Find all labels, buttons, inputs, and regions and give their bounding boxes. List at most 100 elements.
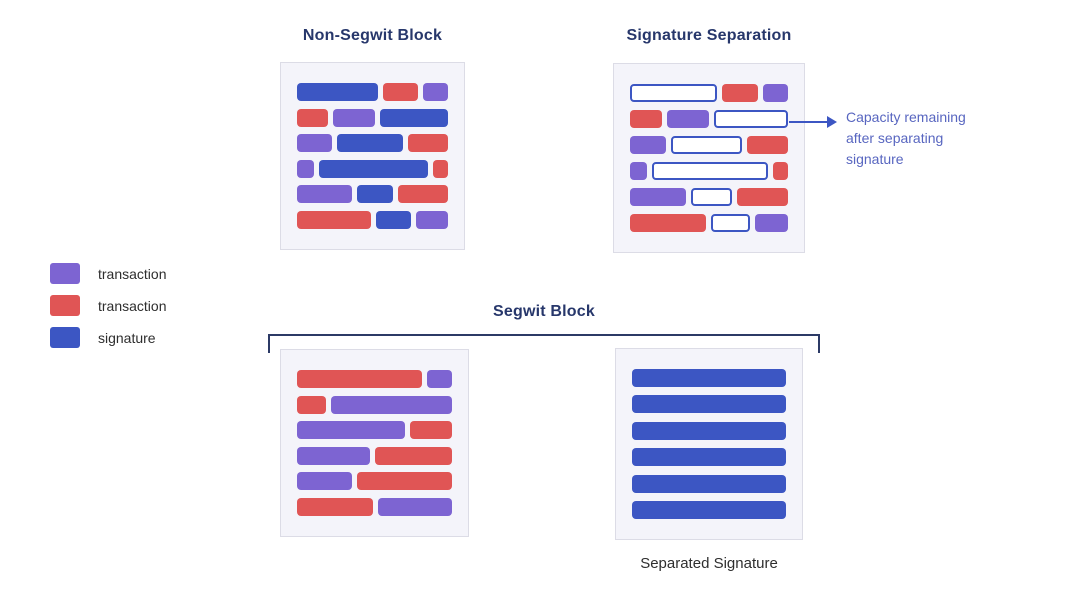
blue-bar (337, 134, 404, 153)
block-row (297, 210, 448, 229)
blue-bar (376, 210, 411, 229)
empty-capacity-bar (710, 214, 750, 232)
blue-bar (379, 108, 448, 127)
block-row (630, 214, 788, 232)
block-row (630, 110, 788, 128)
empty-capacity-bar (671, 136, 743, 154)
red-bar (297, 370, 422, 388)
purple-transaction-swatch-icon (50, 263, 80, 284)
block-row (632, 369, 786, 387)
block-row (297, 108, 448, 127)
legend-label: signature (98, 329, 156, 346)
block-row (632, 448, 786, 467)
block-row (297, 134, 448, 153)
red-bar (409, 421, 452, 440)
block-row (297, 395, 452, 414)
legend: transaction transaction signature (50, 263, 166, 359)
non-segwit-block-title: Non-Segwit Block (302, 27, 443, 44)
purple-bar (333, 108, 375, 127)
red-transaction-swatch-icon (50, 295, 80, 316)
block-row (297, 370, 452, 388)
signature-separation-title: Signature Separation (626, 27, 792, 44)
legend-item: transaction (50, 295, 166, 316)
block-row (630, 188, 788, 206)
empty-capacity-bar (630, 84, 718, 102)
capacity-remaining-annotation: Capacity remaining after separating sign… (846, 109, 966, 167)
blue-bar (632, 369, 786, 387)
red-bar (297, 497, 373, 516)
red-bar (737, 188, 788, 206)
red-bar (722, 84, 758, 102)
block-row (297, 472, 452, 491)
red-bar (297, 210, 372, 229)
blue-bar (632, 474, 786, 493)
block-row (297, 421, 452, 440)
empty-capacity-bar (652, 162, 768, 180)
segwit-block-title: Segwit Block (493, 303, 595, 320)
block-row (632, 421, 786, 440)
red-bar (374, 446, 452, 465)
empty-capacity-bar (714, 110, 788, 128)
purple-bar (331, 395, 452, 414)
empty-capacity-bar (691, 188, 733, 206)
purple-bar (297, 159, 314, 178)
red-bar (408, 134, 448, 153)
block-row (632, 395, 786, 414)
annotation-arrow-line (789, 121, 828, 123)
purple-bar (630, 188, 687, 206)
annotation-arrowhead-icon (827, 116, 837, 128)
segwit-block-bracket (268, 334, 820, 353)
block-row (630, 136, 788, 154)
red-bar (772, 162, 789, 180)
blue-bar (632, 421, 786, 440)
block-row (632, 474, 786, 493)
block-row (630, 162, 789, 180)
purple-bar (297, 185, 353, 204)
red-bar (297, 108, 329, 127)
separated-signature-label: Separated Signature (640, 555, 778, 572)
purple-bar (630, 136, 666, 154)
block-row (630, 84, 788, 102)
block-row (297, 497, 452, 516)
legend-item: signature (50, 327, 166, 348)
legend-label: transaction (98, 265, 167, 282)
red-bar (398, 185, 448, 204)
red-bar (357, 472, 452, 491)
separated-signature-block (615, 348, 803, 540)
purple-bar (297, 134, 333, 153)
red-bar (630, 214, 706, 232)
signature-separation-block (613, 63, 805, 253)
purple-bar (297, 472, 353, 491)
blue-bar (632, 448, 786, 467)
block-row (297, 83, 448, 101)
purple-bar (415, 210, 448, 229)
block-row (297, 159, 448, 178)
block-row (632, 500, 786, 519)
legend-item: transaction (50, 263, 166, 284)
purple-bar (297, 446, 370, 465)
purple-bar (423, 83, 448, 101)
purple-bar (630, 162, 648, 180)
segwit-transactions-block (280, 349, 469, 537)
red-bar (747, 136, 788, 154)
blue-bar (357, 185, 394, 204)
legend-label: transaction (98, 297, 167, 314)
non-segwit-block (280, 62, 465, 250)
purple-bar (297, 421, 405, 440)
block-row (297, 446, 452, 465)
red-bar (433, 159, 448, 178)
blue-bar (632, 500, 786, 519)
blue-signature-swatch-icon (50, 327, 80, 348)
purple-bar (426, 370, 452, 388)
purple-bar (754, 214, 788, 232)
red-bar (383, 83, 419, 101)
purple-bar (666, 110, 710, 128)
red-bar (297, 395, 327, 414)
blue-bar (632, 395, 786, 414)
purple-bar (377, 497, 452, 516)
red-bar (630, 110, 662, 128)
block-row (297, 185, 448, 204)
blue-bar (297, 83, 379, 101)
blue-bar (318, 159, 429, 178)
